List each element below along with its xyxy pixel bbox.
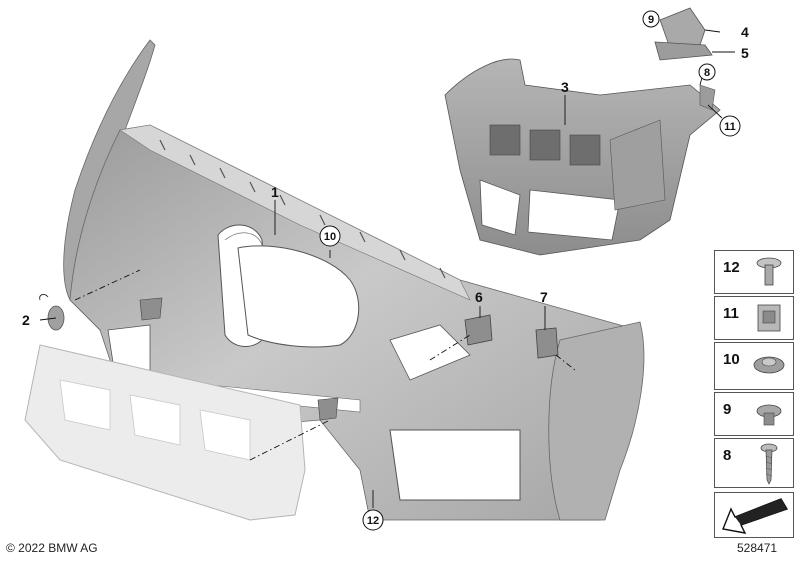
legend-label-11: 11 — [723, 305, 739, 322]
legend-label-10: 10 — [723, 351, 740, 368]
legend-label-9: 9 — [723, 401, 732, 418]
screw-icon — [760, 443, 778, 485]
callout-4: 4 — [741, 24, 749, 40]
legend-item-screw-washer: 10 — [714, 342, 794, 390]
callout-10-circle: 10 — [319, 225, 341, 247]
callout-8-circle: 8 — [698, 63, 716, 81]
legend-item-clip: 11 — [714, 296, 794, 340]
mount-bracket — [139, 297, 339, 421]
clip-icon — [757, 304, 781, 332]
legend-item-screw: 8 — [714, 438, 794, 488]
tow-hook-cover — [39, 293, 65, 331]
bumper-carrier — [444, 58, 721, 256]
callout-9: 9 — [648, 14, 654, 26]
callout-8: 8 — [704, 67, 710, 79]
upper-bracket — [659, 7, 706, 49]
lower-bracket — [654, 41, 713, 61]
legend-item-rivet: 12 — [714, 250, 794, 294]
rivet-icon — [756, 257, 782, 286]
callout-12: 12 — [367, 515, 379, 527]
right-guide — [535, 327, 559, 359]
callout-11: 11 — [724, 121, 736, 133]
left-guide — [464, 314, 493, 346]
callout-5: 5 — [741, 45, 749, 61]
callout-3: 3 — [561, 79, 569, 95]
direction-arrow-icon — [722, 498, 789, 534]
callout-2: 2 — [22, 312, 30, 328]
energy-absorber — [24, 344, 306, 521]
callout-6: 6 — [475, 289, 483, 305]
side-bracket — [699, 84, 716, 111]
callout-12-circle: 12 — [362, 509, 384, 531]
legend-item-direction — [714, 492, 794, 538]
legend-label-8: 8 — [723, 447, 732, 464]
legend-label-12: 12 — [723, 259, 740, 276]
legend-item-nut: 9 — [714, 392, 794, 436]
copyright-text: © 2022 BMW AG — [6, 541, 98, 555]
callout-7: 7 — [540, 289, 548, 305]
callout-10: 10 — [324, 231, 336, 243]
nut-icon — [756, 404, 782, 426]
diagram-id: 528471 — [737, 541, 778, 555]
screw-washer-icon — [753, 356, 785, 374]
callout-9-circle: 9 — [642, 10, 660, 28]
callout-1: 1 — [271, 184, 279, 200]
callout-11-circle: 11 — [719, 115, 741, 137]
